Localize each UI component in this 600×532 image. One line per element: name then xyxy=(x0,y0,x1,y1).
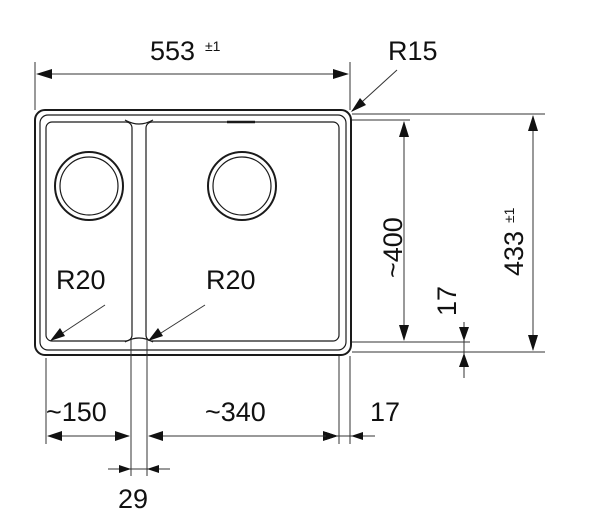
bowl-height-label: ~400 xyxy=(378,217,408,278)
right-width-label: ~340 xyxy=(205,397,266,427)
arrow-head xyxy=(333,69,349,79)
arrow-head xyxy=(148,328,163,341)
arrow-head xyxy=(528,335,538,351)
sink-inner-rim xyxy=(39,114,347,351)
divider-top-mark xyxy=(124,119,154,125)
arrow-head xyxy=(459,327,469,341)
arrow-head xyxy=(148,431,163,441)
sink-outer-rim xyxy=(34,109,352,356)
left-bowl xyxy=(45,121,133,342)
arrow-head xyxy=(351,98,366,112)
rim-horizontal-label: 17 xyxy=(370,397,400,427)
right-radius-label: R20 xyxy=(206,265,256,295)
divider-bottom-mark xyxy=(124,337,154,343)
arrow-head xyxy=(47,431,62,441)
divider-label: 29 xyxy=(118,484,148,514)
arrow-head xyxy=(147,465,159,473)
arrow-head xyxy=(115,431,130,441)
arrow-head xyxy=(36,69,52,79)
left-drain-icon xyxy=(54,151,124,221)
arrow-head xyxy=(326,432,338,440)
rim-vertical-label: 17 xyxy=(432,286,462,316)
left-radius-label: R20 xyxy=(56,265,106,295)
arrow-head xyxy=(399,121,409,137)
arrow-head xyxy=(528,115,538,131)
total-height-tolerance: ±1 xyxy=(501,207,517,223)
arrow-head xyxy=(351,432,363,440)
total-width-label: 553 xyxy=(150,36,195,66)
right-drain-icon xyxy=(207,151,277,221)
arrow-head xyxy=(459,353,469,367)
arrow-head xyxy=(119,465,131,473)
arrow-head xyxy=(50,328,65,341)
corner-radius-label: R15 xyxy=(388,36,438,66)
left-width-label: ~150 xyxy=(46,397,107,427)
total-height-label: 433 xyxy=(499,231,529,276)
arrow-head xyxy=(399,325,409,341)
right-bowl xyxy=(145,121,340,342)
total-width-tolerance: ±1 xyxy=(205,38,221,54)
